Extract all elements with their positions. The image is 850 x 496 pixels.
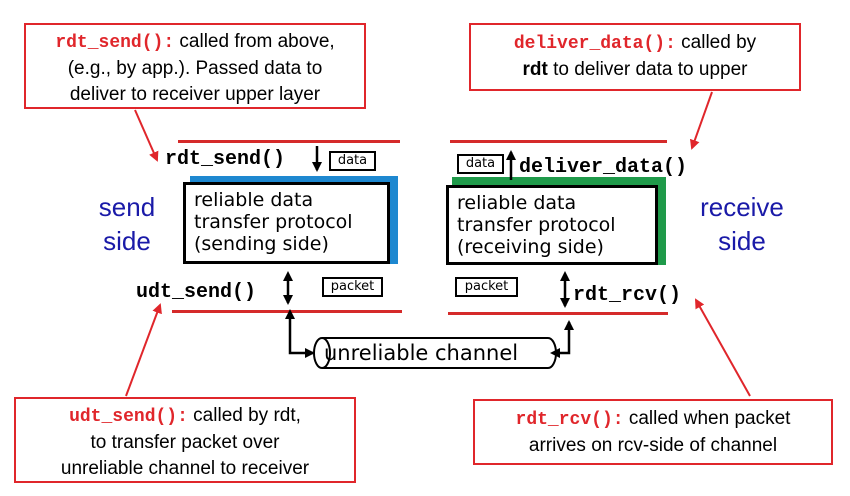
rdt-rcv-callout-arrow <box>695 298 751 397</box>
receive-side-label-line1: receive <box>700 192 784 222</box>
rdt-send-callout-line3: deliver to receiver upper layer <box>69 84 321 105</box>
udt-send-callout-line2: to transfer packet over <box>90 432 280 453</box>
receive-side-label-line2: side <box>718 226 766 256</box>
deliver-data-callout-rdt: rdt <box>522 59 548 80</box>
sender-box-line2: transfer protocol <box>194 211 353 233</box>
rdt-rcv-callout-line2: arrives on rcv-side of channel <box>528 435 778 456</box>
sender-data-tag: data <box>329 151 376 171</box>
rdt-send-callout: rdt_send(): called from above, (e.g., by… <box>24 23 366 109</box>
udt-send-callout-fn: udt_send(): <box>69 407 188 427</box>
sender-upper-layer-line <box>178 140 400 143</box>
udt-send-callout-line1: called by rdt, <box>187 405 301 426</box>
rdt-rcv-callout-line1: called when packet <box>623 408 791 429</box>
rdt-rcv-callout-fn: rdt_rcv(): <box>515 410 624 430</box>
deliver-data-callout-line1: called by <box>675 32 757 53</box>
deliver-data-fn-label: deliver_data() <box>519 156 688 179</box>
receiver-protocol-box: reliable data transfer protocol (receivi… <box>446 185 658 265</box>
sender-to-channel-arrow <box>285 309 315 358</box>
receiver-packet-tag: packet <box>455 277 518 297</box>
receiver-data-tag: data <box>457 154 504 174</box>
send-side-label-line1: send <box>98 192 156 222</box>
udt-send-callout-line3: unreliable channel to receiver <box>60 458 310 479</box>
receive-side-label: receive side <box>682 190 802 258</box>
udt-send-callout: udt_send(): called by rdt, to transfer p… <box>14 397 356 483</box>
sender-packet-tag: packet <box>322 277 383 297</box>
receiver-upper-layer-line <box>450 140 667 143</box>
sender-box-line3: (sending side) <box>194 233 329 255</box>
receiver-box-line1: reliable data <box>457 192 577 214</box>
sender-box-line1: reliable data <box>194 189 314 211</box>
rdt-send-fn-label: rdt_send() <box>165 148 286 171</box>
rdt-send-callout-line1: called from above, <box>174 31 335 52</box>
receiver-box-line3: (receiving side) <box>457 236 604 258</box>
deliver-data-callout-line2: to deliver data to upper <box>547 59 748 80</box>
unreliable-channel-pipe <box>313 337 557 369</box>
deliver-data-callout-arrow <box>689 91 713 150</box>
receiver-lower-layer-line <box>448 312 668 315</box>
rdt-send-callout-fn: rdt_send(): <box>55 33 175 53</box>
udt-send-callout-arrow <box>125 303 162 397</box>
unreliable-channel-label: unreliable channel <box>324 341 519 365</box>
channel-to-receiver-arrow <box>550 320 574 358</box>
send-side-label-line2: side <box>103 226 151 256</box>
rdt-send-callout-arrow <box>134 109 159 162</box>
deliver-data-callout: deliver_data(): called by rdt to deliver… <box>469 23 801 91</box>
udt-send-fn-label: udt_send() <box>136 281 257 304</box>
rdt-rcv-callout: rdt_rcv(): called when packet arrives on… <box>473 399 833 465</box>
rdt-rcv-fn-label: rdt_rcv() <box>573 284 682 307</box>
sender-protocol-box: reliable data transfer protocol (sending… <box>183 182 390 264</box>
send-side-label: send side <box>82 190 172 258</box>
receiver-box-line2: transfer protocol <box>457 214 616 236</box>
deliver-data-callout-fn: deliver_data(): <box>513 34 676 54</box>
rdt-send-callout-line2: (e.g., by app.). Passed data to <box>67 58 323 79</box>
